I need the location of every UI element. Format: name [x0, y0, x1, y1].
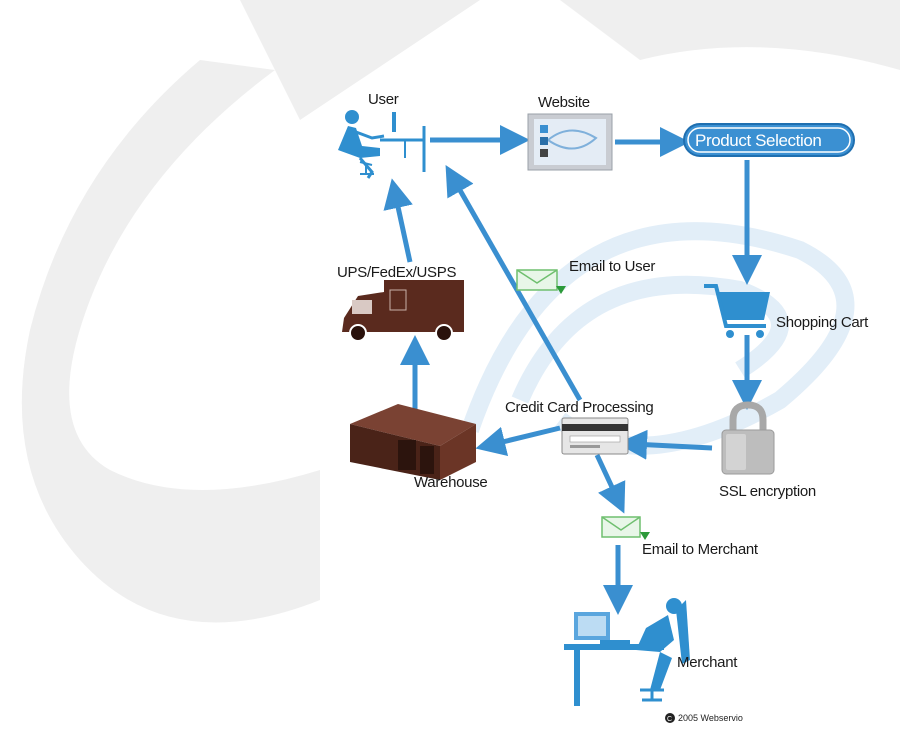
email-to-user-label: Email to User: [569, 258, 655, 275]
warehouse-node: Warehouse: [350, 404, 488, 491]
merchant-label: Merchant: [677, 654, 738, 671]
ssl-encryption-node: SSL encryption: [719, 401, 816, 500]
product-selection-pill: [683, 123, 855, 157]
background-watermark: [21, 0, 900, 623]
shipping-node: UPS/FedEx/USPS: [337, 264, 464, 342]
credit-card-node: Credit Card Processing: [505, 399, 654, 455]
product-selection-label: Product Selection: [695, 131, 821, 150]
arrow-credit-to-warehouse: [475, 425, 561, 457]
credit-card-label: Credit Card Processing: [505, 399, 653, 416]
arrow-credit-to-email-merchant: [594, 453, 626, 514]
website-node: Website: [527, 94, 613, 171]
warehouse-label: Warehouse: [414, 474, 487, 491]
monitor-icon: [527, 113, 613, 171]
shopping-cart-label: Shopping Cart: [776, 314, 869, 331]
envelope-icon: [516, 269, 566, 294]
user-node: User: [338, 91, 426, 179]
copyright-text: 2005 Webservio: [678, 713, 743, 723]
arrow-truck-to-user: [383, 178, 413, 263]
merchant-node: Merchant: [564, 598, 739, 706]
copyright-notice: C 2005 Webservio: [665, 713, 743, 723]
copyright-icon: [665, 713, 675, 723]
svg-text:C: C: [667, 716, 672, 723]
shopping-cart-node: Shopping Cart: [704, 284, 869, 338]
arrow-ssl-to-credit: [617, 429, 713, 460]
envelope-icon: [601, 516, 650, 540]
shipping-label: UPS/FedEx/USPS: [337, 264, 456, 281]
padlock-icon: [721, 401, 775, 475]
user-at-desk-icon: [338, 110, 426, 179]
product-selection-node: Product Selection: [683, 123, 855, 157]
warehouse-icon: [350, 404, 476, 480]
user-label: User: [368, 91, 399, 108]
email-to-merchant-label: Email to Merchant: [642, 541, 759, 558]
website-label: Website: [538, 94, 590, 111]
shopping-cart-icon: [704, 284, 770, 338]
credit-card-icon: [561, 417, 629, 455]
merchant-at-computer-icon: [564, 598, 690, 706]
flow-arrows: [383, 125, 762, 615]
email-to-merchant-node: Email to Merchant: [601, 516, 759, 558]
ssl-encryption-label: SSL encryption: [719, 483, 816, 500]
email-to-user-node: Email to User: [516, 258, 656, 294]
delivery-truck-icon: [342, 280, 464, 342]
